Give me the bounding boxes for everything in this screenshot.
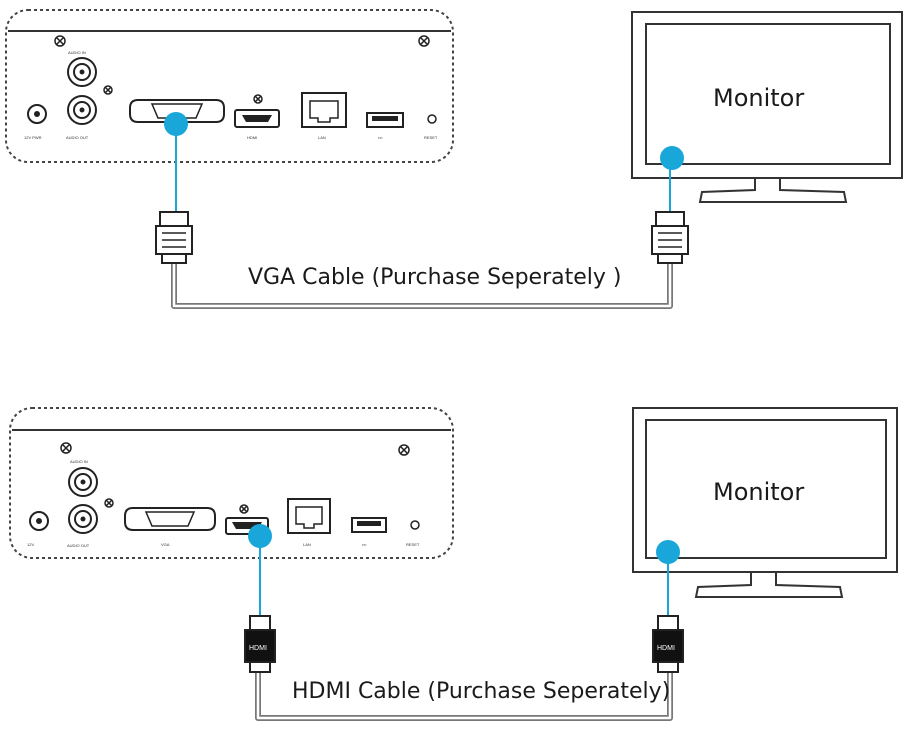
bottom-lan-label: LAN [303, 542, 311, 547]
top-nvr-panel: 12V PWR AUDIO IN AUDIO OUT [5, 9, 454, 163]
top-usb-port-icon [366, 112, 404, 128]
bottom-monitor-stand [694, 572, 844, 598]
top-reset-button-icon [427, 114, 437, 124]
bottom-plug-left-text: HDMI [249, 645, 267, 652]
top-power-jack-icon [27, 104, 47, 124]
bottom-power-jack-icon [29, 511, 49, 531]
top-cable-label: VGA Cable (Purchase Seperately ) [248, 265, 621, 290]
bottom-usb-label: •⇐ [362, 542, 367, 547]
bottom-monitor-port-marker [656, 540, 680, 564]
top-usb-label: •⇐ [378, 135, 383, 140]
top-nvr-outline [5, 9, 454, 163]
top-monitor-port-marker [660, 146, 684, 170]
top-monitor-label: Monitor [713, 84, 804, 112]
bottom-hdmi-cable [248, 524, 680, 721]
bottom-monitor-screen [645, 419, 887, 559]
top-monitor-frame [631, 11, 903, 179]
top-screw-icon [54, 35, 430, 104]
bottom-audio-out-jack-icon [68, 504, 98, 534]
top-hdmi-label: HDMI [247, 135, 257, 140]
bottom-nvr-outline [9, 407, 454, 559]
top-power-label: 12V PWR [24, 135, 42, 140]
top-vga-port-marker [164, 112, 188, 136]
top-audio-out-label: AUDIO OUT [66, 135, 89, 140]
bottom-lan-port-icon [287, 498, 331, 534]
bottom-monitor-label: Monitor [713, 478, 804, 506]
top-vga-port-icon [129, 99, 225, 123]
top-audio-in-label: AUDIO IN [68, 50, 86, 55]
bottom-audio-out-label: AUDIO OUT [67, 543, 90, 548]
bottom-nvr-panel: 12V AUDIO IN AUDIO OUT VGA [9, 407, 454, 559]
bottom-vga-port-icon [124, 507, 216, 531]
bottom-audio-in-jack-icon [68, 467, 98, 497]
bottom-section: 12V AUDIO IN AUDIO OUT VGA [9, 407, 898, 721]
top-lan-label: LAN [318, 135, 326, 140]
bottom-hdmi-plug-left-icon: HDMI [244, 615, 276, 673]
top-lan-port-icon [301, 92, 347, 128]
bottom-monitor: Monitor [632, 407, 898, 598]
top-audio-out-jack-icon [67, 95, 97, 125]
top-monitor-stand [698, 178, 848, 203]
top-monitor-screen [645, 23, 891, 165]
top-vga-plug-left-icon [155, 211, 193, 264]
top-vga-plug-right-icon [651, 211, 689, 264]
bottom-hdmi-plug-right-icon: HDMI [652, 615, 684, 673]
bottom-monitor-frame [632, 407, 898, 573]
top-section: 12V PWR AUDIO IN AUDIO OUT [5, 9, 903, 309]
top-monitor: Monitor [631, 11, 903, 203]
bottom-reset-button-icon [410, 520, 420, 530]
bottom-plug-right-text: HDMI [657, 645, 675, 652]
bottom-usb-port-icon [351, 517, 387, 533]
bottom-reset-label: RESET [406, 542, 420, 547]
top-vga-cable [164, 112, 684, 309]
top-reset-label: RESET [424, 135, 438, 140]
bottom-screw-icon [60, 442, 410, 514]
bottom-power-label: 12V [27, 542, 34, 547]
bottom-audio-in-label: AUDIO IN [70, 459, 88, 464]
top-hdmi-port-icon [234, 109, 280, 128]
top-audio-in-jack-icon [67, 57, 97, 87]
bottom-cable-label: HDMI Cable (Purchase Seperately) [292, 679, 670, 704]
bottom-vga-label: VGA [161, 542, 170, 547]
bottom-hdmi-port-marker [248, 524, 272, 548]
